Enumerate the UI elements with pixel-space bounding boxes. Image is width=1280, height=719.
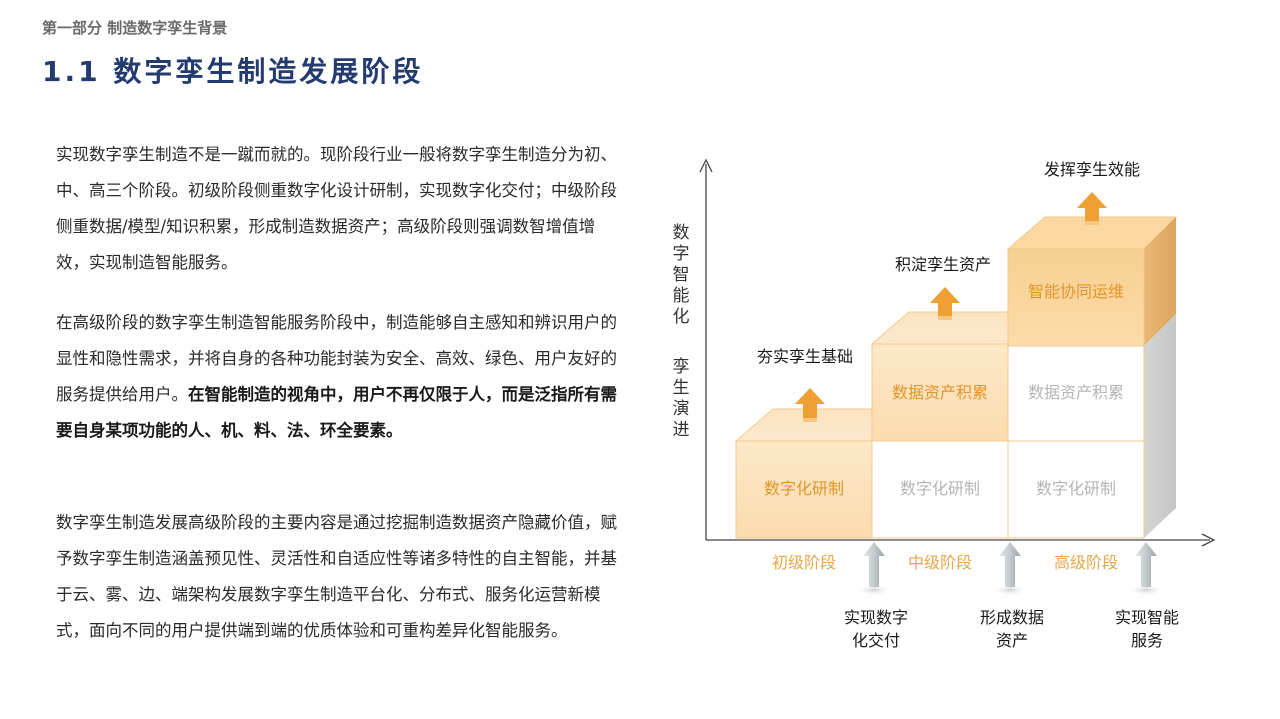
up-arrow-icon — [930, 287, 960, 320]
y-axis-char: 字 — [673, 244, 690, 264]
y-axis-char: 进 — [673, 420, 690, 440]
up-arrow-icon — [1077, 192, 1107, 225]
block-label-digital-dev: 数字化研制 — [1036, 479, 1116, 498]
outcome-line: 形成数据 — [980, 608, 1044, 627]
development-stage-diagram: 数 字 智 能 化 孪 生 演 进 数字化研制 数据资产积累 数字化研制 智能协… — [673, 158, 1216, 650]
y-axis-char: 智 — [673, 265, 690, 285]
x-axis-arrow — [1201, 533, 1216, 547]
y-axis-arrow — [699, 158, 713, 173]
outcome-data-assets: 形成数据 资产 — [980, 608, 1044, 650]
block-label-digital-dev: 数字化研制 — [900, 479, 980, 498]
block-front-face-gray — [871, 440, 1009, 539]
step-label-efficiency: 发挥孪生效能 — [1044, 160, 1140, 179]
paragraph-intro: 实现数字孪生制造不是一蹴而就的。现阶段行业一般将数字孪生制造分为初、中、高三个阶… — [56, 145, 617, 272]
outcome-digital-delivery: 实现数字 化交付 — [844, 608, 908, 650]
stage-label-advanced: 高级阶段 — [1054, 553, 1118, 572]
outcome-smart-service: 实现智能 服务 — [1115, 608, 1179, 650]
section-label: 第一部分 制造数字孪生背景 — [42, 19, 228, 37]
paragraph-advanced-stage-text: 在高级阶段的数字孪生制造智能服务阶段中，制造能够自主感知和辨识用户的显性和隐性需… — [56, 313, 617, 404]
block-front-face — [871, 343, 1009, 442]
block-stage-1: 数字化研制 — [734, 408, 911, 539]
y-axis-char: 演 — [673, 399, 690, 419]
block-stage-2: 数据资产积累 数字化研制 — [870, 311, 1047, 539]
outcome-line: 实现数字 — [844, 608, 908, 627]
y-axis-char: 化 — [673, 307, 690, 327]
outcome-line: 资产 — [996, 631, 1028, 650]
block-label-data-asset: 数据资产积累 — [1028, 383, 1124, 402]
outcome-line: 实现智能 — [1115, 608, 1179, 627]
y-axis-char: 生 — [673, 378, 690, 398]
block-label-digital-dev: 数字化研制 — [764, 479, 844, 498]
block-side-face-gray — [1144, 314, 1176, 538]
block-front-face — [735, 440, 873, 539]
page-title: 1.1 数字孪生制造发展阶段 — [42, 55, 424, 88]
up-arrow-icon — [795, 388, 825, 422]
stage-label-intermediate: 中级阶段 — [908, 553, 972, 572]
block-stage-3: 智能协同运维 数据资产积累 数字化研制 — [1006, 216, 1178, 539]
step-label-foundation: 夯实孪生基础 — [757, 347, 853, 366]
outcome-line: 服务 — [1131, 631, 1163, 650]
y-axis-char: 数 — [673, 223, 690, 243]
milestone-arrow-icon — [992, 542, 1028, 596]
block-front-face-gray — [1007, 440, 1145, 539]
block-front-face-gray — [1007, 345, 1145, 442]
y-axis-label: 数 字 智 能 化 孪 生 演 进 — [673, 223, 690, 440]
paragraph-main-content: 数字孪生制造发展高级阶段的主要内容是通过挖掘制造数据资产隐藏价值，赋予数字孪生制… — [56, 513, 617, 640]
block-label-smart-ops: 智能协同运维 — [1028, 282, 1124, 301]
paragraph-advanced-stage: 在高级阶段的数字孪生制造智能服务阶段中，制造能够自主感知和辨识用户的显性和隐性需… — [56, 305, 622, 449]
y-axis-char: 能 — [673, 286, 690, 306]
block-front-face — [1007, 248, 1145, 347]
paragraph-advanced-stage-emphasis: 在智能制造的视角中，用户不再仅限于人，而是泛指所有需要自身某项功能的人、机、料、… — [56, 385, 617, 440]
stage-label-primary: 初级阶段 — [772, 553, 836, 572]
block-label-data-asset: 数据资产积累 — [892, 383, 988, 402]
milestone-arrow-icon — [856, 542, 892, 596]
step-label-assets: 积淀孪生资产 — [895, 255, 991, 274]
milestone-arrow-icon — [1128, 542, 1164, 596]
y-axis-char: 孪 — [673, 357, 690, 377]
block-side-face-orange — [1144, 217, 1176, 346]
outcome-line: 化交付 — [852, 631, 900, 650]
